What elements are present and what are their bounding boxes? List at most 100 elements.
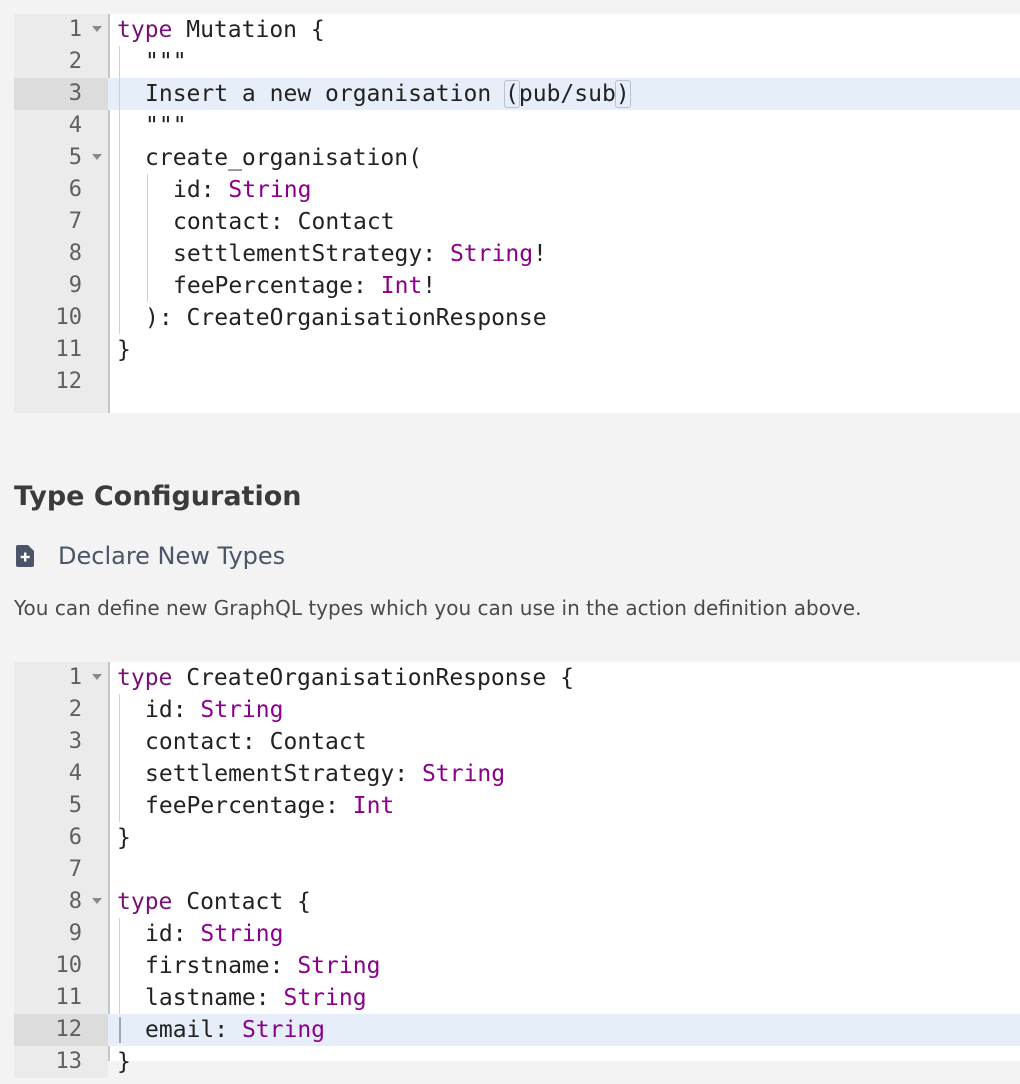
type-token: String <box>421 761 506 787</box>
code-token: Insert a new organisation <box>145 81 506 107</box>
line-code: id: String <box>117 918 1020 950</box>
code-line[interactable]: 8 type Contact { <box>14 886 1020 918</box>
code-token: ): CreateOrganisationResponse <box>145 305 547 331</box>
code-token: } <box>117 337 131 363</box>
indent-guide <box>119 78 120 110</box>
code-line[interactable]: 10 firstname: String <box>14 950 1020 982</box>
chevron-down-icon[interactable] <box>92 154 102 160</box>
code-token: } <box>117 1049 131 1075</box>
code-line[interactable]: 11} <box>14 334 1020 366</box>
code-line[interactable]: 4 settlementStrategy: String <box>14 758 1020 790</box>
line-gutter-cell: 5 <box>14 790 108 822</box>
chevron-down-icon[interactable] <box>92 898 102 904</box>
code-line[interactable]: 12 email: String <box>14 1014 1020 1046</box>
line-number: 8 <box>68 889 82 914</box>
line-gutter-cell: 2 <box>14 46 108 78</box>
code-token: settlementStrategy: <box>145 761 422 787</box>
indent-guides <box>117 270 173 302</box>
line-code: Insert a new organisation (pub/sub) <box>117 78 1020 110</box>
line-number: 7 <box>68 857 82 882</box>
code-line[interactable]: 3 Insert a new organisation (pub/sub) <box>14 78 1020 110</box>
code-token: ! <box>422 273 437 299</box>
line-number: 3 <box>68 81 82 106</box>
line-number: 2 <box>68 697 82 722</box>
code-token: """ <box>145 49 187 75</box>
line-number: 6 <box>68 825 82 850</box>
indent-guide <box>119 790 120 822</box>
code-line[interactable]: 13} <box>14 1046 1020 1078</box>
indent-guide <box>147 206 148 238</box>
keyword-token: type <box>117 889 173 915</box>
code-line[interactable]: 2 """ <box>14 46 1020 78</box>
line-code: } <box>117 334 1020 366</box>
type-token: String <box>241 1017 326 1043</box>
code-token: ! <box>533 241 547 267</box>
code-line[interactable]: 10 ): CreateOrganisationResponse <box>14 302 1020 334</box>
line-code: id: String <box>117 694 1020 726</box>
indent-guides <box>117 694 145 726</box>
code-line[interactable]: 4 """ <box>14 110 1020 142</box>
indent-guide <box>119 206 120 238</box>
code-token: feePercentage: <box>173 273 381 299</box>
code-line[interactable]: 12 <box>14 366 1020 398</box>
line-code: firstname: String <box>117 950 1020 982</box>
indent-guide <box>119 918 120 950</box>
line-gutter-cell: 12 <box>14 1014 108 1046</box>
type-definition-editor[interactable]: 1 type CreateOrganisationResponse { 2 id: S… <box>14 662 1020 1078</box>
chevron-down-icon[interactable] <box>92 674 102 680</box>
indent-guide <box>119 174 120 206</box>
code-token: lastname: <box>145 985 284 1011</box>
line-gutter-cell: 11 <box>14 982 108 1014</box>
code-token: """ <box>145 113 187 139</box>
indent-guides <box>117 758 145 790</box>
line-gutter-cell: 11 <box>14 334 108 366</box>
line-number: 4 <box>68 113 82 138</box>
line-number: 7 <box>68 209 82 234</box>
type-token: String <box>200 697 284 723</box>
indent-guides <box>117 206 173 238</box>
line-code: contact: Contact <box>117 206 1020 238</box>
chevron-down-icon[interactable] <box>92 26 102 32</box>
line-gutter-cell: 1 <box>14 662 108 694</box>
declare-new-types-label: Declare New Types <box>58 542 286 570</box>
line-number: 9 <box>68 921 82 946</box>
code-line[interactable]: 9 id: String <box>14 918 1020 950</box>
code-token: create_organisation( <box>145 145 422 171</box>
line-number: 6 <box>68 177 82 202</box>
line-code: type CreateOrganisationResponse { <box>117 662 1020 694</box>
code-token: CreateOrganisationResponse { <box>172 665 574 691</box>
code-line[interactable]: 2 id: String <box>14 694 1020 726</box>
line-number: 2 <box>68 49 82 74</box>
line-number: 5 <box>68 145 82 170</box>
code-token: contact: Contact <box>145 729 367 755</box>
indent-guides <box>117 950 145 982</box>
line-gutter-cell: 2 <box>14 694 108 726</box>
code-token: contact: Contact <box>173 209 395 235</box>
line-code: type Contact { <box>117 886 1020 918</box>
type-token: String <box>228 177 312 203</box>
line-number: 4 <box>68 761 82 786</box>
code-line[interactable]: 7 <box>14 854 1020 886</box>
line-code: email: String <box>117 1014 1020 1046</box>
code-line[interactable]: 1 type CreateOrganisationResponse { <box>14 662 1020 694</box>
indent-guides <box>117 110 145 142</box>
code-line[interactable]: 5 create_organisation( <box>14 142 1020 174</box>
line-code: } <box>117 822 1020 854</box>
indent-guides <box>117 238 173 270</box>
indent-guides <box>117 174 173 206</box>
type-token: String <box>449 241 534 267</box>
line-gutter-cell: 10 <box>14 302 108 334</box>
code-line[interactable]: 6} <box>14 822 1020 854</box>
declare-new-types-button[interactable]: Declare New Types <box>16 542 285 570</box>
line-number: 10 <box>55 953 83 978</box>
code-line[interactable]: 7 contact: Contact <box>14 206 1020 238</box>
code-token: } <box>117 825 131 851</box>
